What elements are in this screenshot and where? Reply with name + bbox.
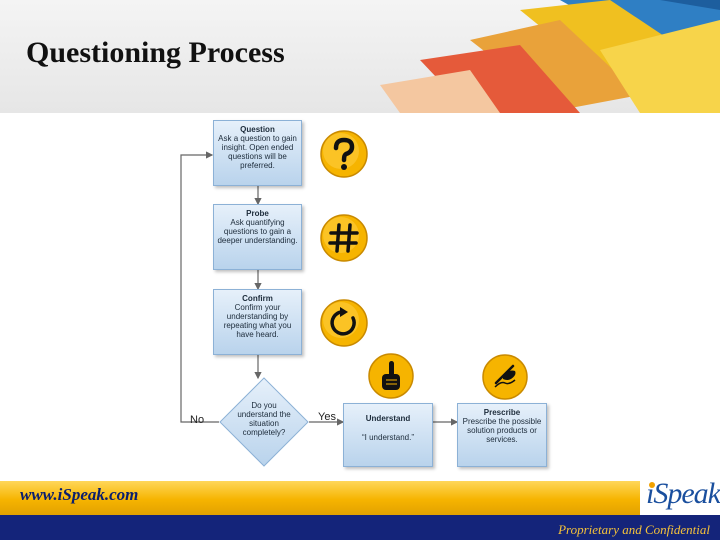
banner-art [380, 0, 720, 113]
hash-icon [320, 214, 368, 262]
understand-title: Understand [365, 414, 411, 423]
step-title: Confirm [242, 294, 273, 303]
yes-label: Yes [318, 411, 336, 423]
step-confirm: Confirm Confirm your understanding by re… [213, 289, 302, 355]
understand-box: Understand “I understand.” [343, 403, 433, 467]
no-label: No [190, 414, 205, 426]
step-body: Ask a question to gain insight. Open end… [218, 134, 297, 170]
ispeak-logo: iSpeak [646, 477, 720, 510]
decision-diamond: Do you understand the situation complete… [219, 377, 309, 467]
footer-url[interactable]: www.iSpeak.com [20, 485, 139, 504]
prescribe-box: Prescribe Prescribe the possible solutio… [457, 403, 547, 467]
footer-strip [0, 481, 720, 515]
diamond-shape [219, 377, 309, 467]
footer-band [0, 515, 720, 540]
step-title: Question [240, 125, 275, 134]
pointing-hand-icon [368, 353, 414, 399]
prescribe-title: Prescribe [483, 408, 521, 417]
writing-hand-icon [482, 354, 528, 400]
step-probe: Probe Ask quantifying questions to gain … [213, 204, 302, 270]
step-question: Question Ask a question to gain insight.… [213, 120, 302, 186]
prescribe-body: Prescribe the possible solution products… [462, 417, 542, 444]
logo-dot-icon [649, 482, 655, 488]
page-title: Questioning Process [26, 36, 285, 69]
step-body: Ask quantifying questions to gain a deep… [217, 218, 298, 245]
understand-body: “I understand.” [361, 433, 415, 442]
confidential-notice: Proprietary and Confidential [558, 522, 710, 537]
decision-text: Do you understand the situation complete… [237, 401, 291, 437]
step-body: Confirm your understanding by repeating … [223, 303, 292, 339]
refresh-icon [320, 299, 368, 347]
step-title: Probe [246, 209, 269, 218]
question-mark-icon [320, 130, 368, 178]
title-banner: Questioning Process [0, 0, 720, 113]
